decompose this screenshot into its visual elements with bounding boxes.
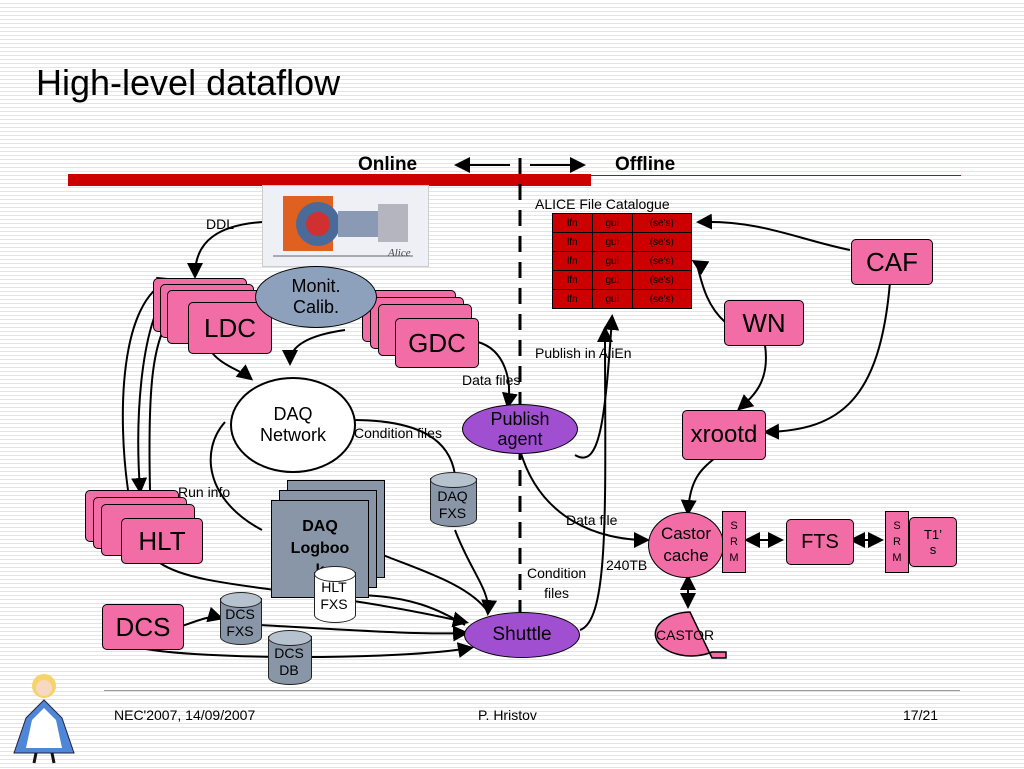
caf-node: CAF: [851, 239, 933, 285]
hlt-node: HLT: [121, 518, 203, 564]
ddl-label: DDL: [206, 216, 235, 232]
slide-title: High-level dataflow: [36, 62, 341, 103]
footer-divider: [104, 690, 960, 691]
catalogue-cell: (se's): [631, 289, 693, 309]
wn-node: WN: [724, 300, 804, 346]
daq-fxs-top: [430, 472, 477, 488]
dcs-fxs-top: [220, 592, 262, 608]
castor-cache-line2: cache: [663, 546, 709, 565]
publish-agent-node: Publish agent: [462, 404, 578, 454]
castor-cache-node: Castor cache: [648, 512, 724, 578]
data-file-label: Data file: [566, 512, 618, 528]
xrootd-node: xrootd: [682, 410, 766, 460]
condition-files-label: Condition files: [354, 425, 442, 441]
footer-right: 17/21: [903, 707, 939, 723]
footer-left: NEC'2007, 14/09/2007: [114, 707, 256, 723]
offline-label: Offline: [615, 154, 676, 175]
catalogue-cell: lfn: [552, 289, 593, 309]
castor-cache-line1: Castor: [660, 524, 712, 543]
detector-image: Alice: [262, 185, 429, 267]
publish-alien-label: Publish in AliEn: [535, 345, 632, 361]
dcs-db-top: [268, 630, 312, 646]
calib-label: Calib.: [292, 297, 340, 317]
alice-mascot-image: [4, 668, 86, 764]
t1-node: T1’s: [909, 517, 957, 567]
daq-network-line2: Network: [259, 425, 326, 445]
logbook-line2: Logboo: [290, 540, 350, 557]
offline-line: [591, 175, 961, 176]
monit-calib-node: Monit. Calib.: [255, 266, 377, 328]
shuttle-node: Shuttle: [464, 612, 580, 658]
gdc-node: GDC: [395, 318, 479, 368]
hlt-fxs-top: [314, 566, 356, 582]
catalogue-cell: gui: [591, 289, 633, 309]
footer-center: P. Hristov: [478, 707, 537, 723]
ldc-node: LDC: [188, 302, 272, 354]
castor-label: CASTOR: [656, 627, 715, 643]
castor-node: CASTOR: [652, 610, 728, 660]
online-bar: [68, 174, 591, 186]
publish-line1: Publish: [490, 409, 550, 429]
online-label: Online: [358, 154, 418, 175]
publish-line2: agent: [497, 429, 543, 449]
tb-label: 240TB: [606, 557, 648, 573]
logbook-line1: DAQ: [302, 518, 338, 535]
run-info-label: Run info: [178, 484, 231, 500]
svg-text:Alice: Alice: [387, 247, 411, 259]
daq-network-node: DAQ Network: [230, 377, 356, 473]
fts-node: FTS: [786, 519, 854, 565]
catalogue-title: ALICE File Catalogue: [535, 196, 670, 212]
dcs-node: DCS: [102, 604, 184, 650]
data-files-label: Data files: [462, 372, 521, 388]
monit-label: Monit.: [291, 276, 341, 296]
daq-network-line1: DAQ: [273, 404, 313, 424]
